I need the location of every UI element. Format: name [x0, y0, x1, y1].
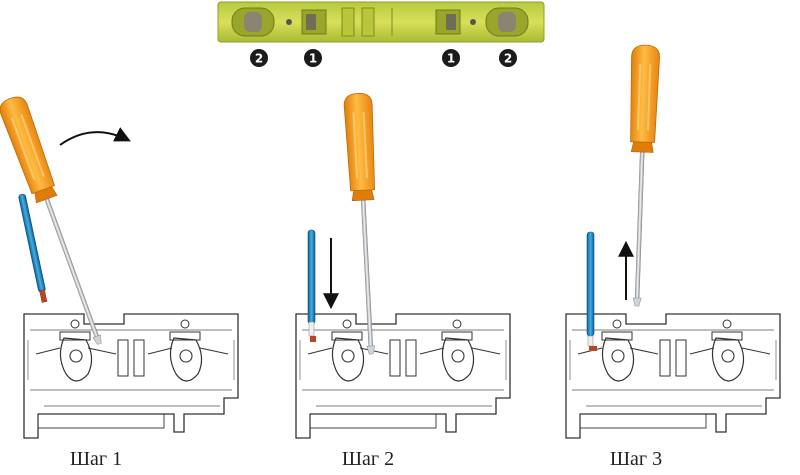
step-2-diagram — [295, 91, 511, 439]
terminal-block-icon — [565, 313, 781, 439]
marker-1-left: 1 — [304, 49, 322, 67]
step-3-label: Шаг 3 — [609, 448, 663, 470]
marker-label: 2 — [255, 52, 263, 66]
terminal-block-icon — [23, 313, 239, 439]
wire-icon — [18, 193, 48, 303]
marker-label: 1 — [309, 52, 317, 66]
wire-icon — [307, 229, 316, 342]
marker-2-left: 2 — [250, 49, 268, 67]
screwdriver-icon — [621, 43, 661, 308]
terminal-strip-top-view — [217, 1, 545, 43]
wire-icon — [586, 231, 597, 351]
terminal-block-icon — [295, 313, 511, 439]
step-3-diagram — [565, 43, 781, 439]
marker-1-right: 1 — [442, 49, 460, 67]
marker-label: 1 — [447, 52, 455, 66]
step-1-diagram — [0, 92, 239, 439]
arrow-icon — [59, 127, 131, 146]
marker-2-right: 2 — [499, 49, 517, 67]
step-1-label: Шаг 1 — [69, 448, 123, 470]
marker-label: 2 — [504, 52, 512, 66]
step-2-label: Шаг 2 — [341, 448, 395, 470]
